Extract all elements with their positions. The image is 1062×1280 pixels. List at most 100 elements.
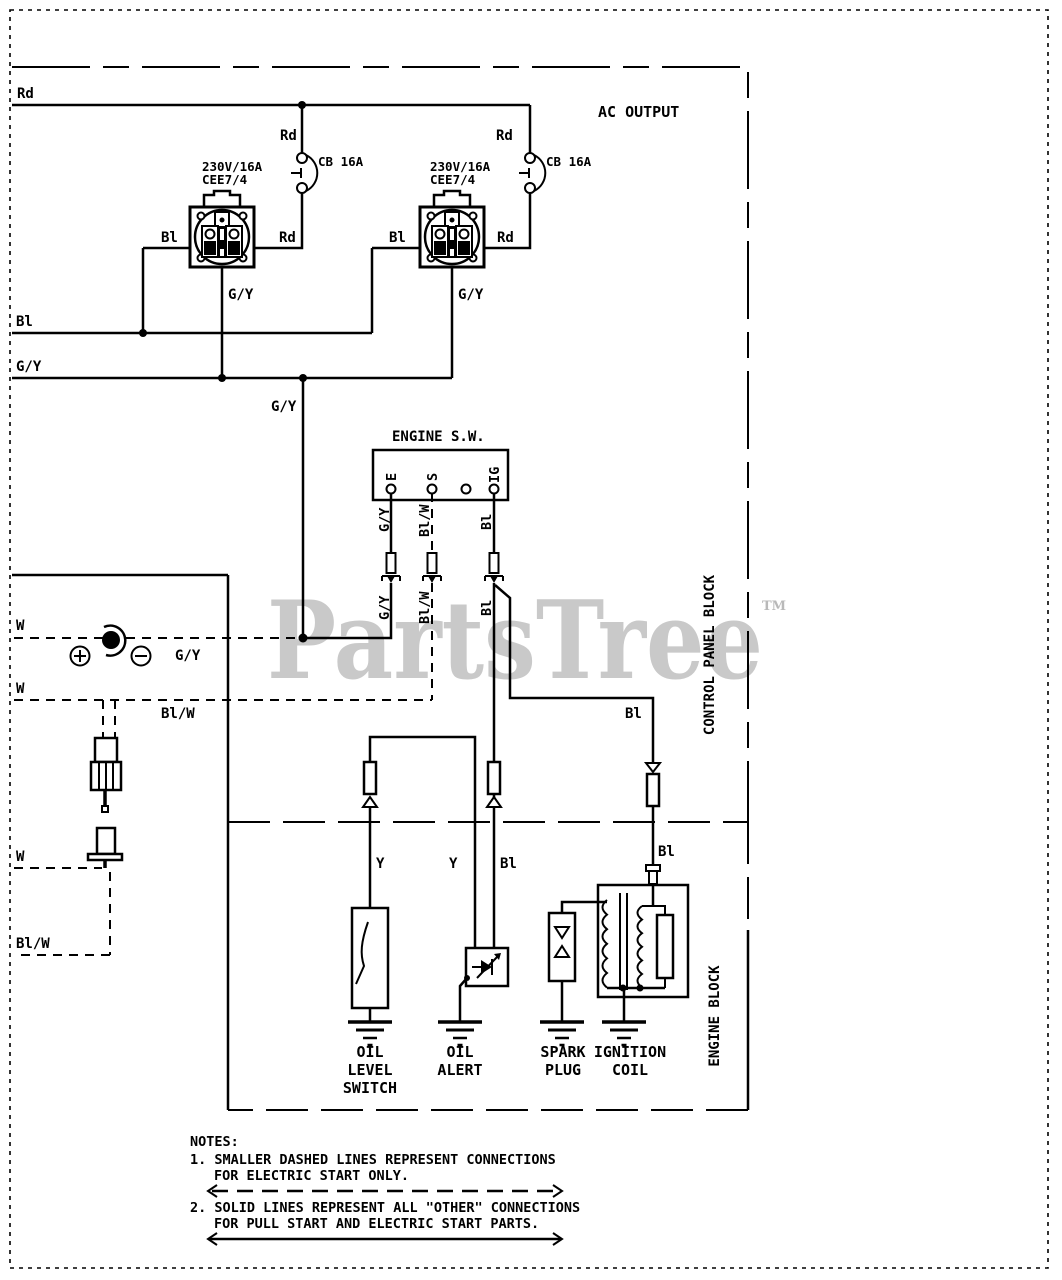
gy-bus: G/Y G/Y: [12, 359, 452, 638]
primary-winding: [601, 899, 609, 989]
wire-label-bl: Bl: [161, 230, 178, 246]
oil-level-switch-label: LEVEL: [347, 1061, 392, 1079]
oil-level-switch-label: SWITCH: [343, 1079, 397, 1097]
polarity-minus-icon: [130, 645, 152, 667]
ignition-coil-label: IGNITION: [594, 1043, 666, 1061]
oil-alert-label: ALERT: [437, 1061, 482, 1079]
breaker-label: CB 16A: [318, 154, 364, 169]
wire-label-bl: Bl: [500, 856, 517, 872]
wire-label-w: W: [16, 849, 25, 865]
ac-receptacle-1: 230V/16A CEE7/4 Bl G/Y: [141, 159, 263, 378]
wire-label-gy: G/Y: [377, 507, 393, 532]
wire-label-y: Y: [449, 856, 458, 872]
engine-switch-terminal-blank: [460, 483, 472, 495]
control-panel-block-label: CONTROL PANEL BLOCK: [702, 574, 718, 735]
wire-label-gy: G/Y: [228, 287, 254, 303]
wire-label-bl: Bl: [625, 706, 642, 722]
engine-switch-terminal-e: [385, 483, 397, 495]
secondary-winding: [636, 905, 644, 989]
bl-bus: Bl: [12, 314, 372, 337]
rotor-arc-icon: [103, 624, 127, 657]
terminal-label-ig: IG: [487, 467, 503, 483]
circuit-breaker-2: Rd CB 16A Rd: [482, 105, 592, 250]
spark-plug-label: SPARK: [540, 1043, 585, 1061]
wire-label-rd: Rd: [279, 230, 296, 246]
engine-block-boundary: ENGINE BLOCK: [226, 575, 750, 1111]
ground-icon: [600, 1020, 648, 1047]
wire-label-blw: Bl/W: [16, 936, 50, 952]
generator-section: W G/Y W Bl/W W Bl/W: [12, 573, 432, 956]
ignition-coil: Bl IGNITION COIL: [594, 762, 690, 1079]
wire-label-gy: G/Y: [16, 359, 42, 375]
wire-label-w: W: [16, 681, 25, 697]
engine-block-label: ENGINE BLOCK: [707, 965, 723, 1067]
oil-level-switch-label: OIL: [356, 1043, 383, 1061]
control-panel-block-boundary: CONTROL PANEL BLOCK: [12, 66, 749, 822]
ground-icon: [538, 1020, 586, 1047]
engine-switch-terminal-s: [426, 483, 438, 495]
note-1-line-2: FOR ELECTRIC START ONLY.: [214, 1168, 409, 1184]
ignition-coil-box: [596, 883, 690, 999]
ac-receptacle-2: 230V/16A CEE7/4 Bl G/Y: [370, 159, 491, 378]
wire-label-gy: G/Y: [458, 287, 484, 303]
notes-section: NOTES: 1. SMALLER DASHED LINES REPRESENT…: [190, 1134, 580, 1246]
oil-alert-label: OIL: [446, 1043, 473, 1061]
receptacle-rating: 230V/16A: [202, 159, 263, 174]
oil-level-switch-contact: [355, 921, 369, 985]
coil-resistor: [655, 913, 675, 980]
wire-label-bl: Bl: [389, 230, 406, 246]
ignition-coil-label: COIL: [612, 1061, 648, 1079]
ground-icon: [436, 1020, 484, 1047]
receptacle-type: CEE7/4: [202, 172, 247, 187]
oil-alert-unit: Bl OIL ALERT: [436, 760, 517, 1079]
wire-label-blw: Bl/W: [161, 706, 195, 722]
ac-output-section: AC OUTPUT Rd Rd CB 16A Rd Rd CB 16A Rd: [12, 86, 679, 638]
wire-label-rd: Rd: [496, 128, 513, 144]
spark-plug-label: PLUG: [545, 1061, 581, 1079]
rotor-brush-icon: [102, 631, 120, 649]
oil-alert-thyristor-icon: [472, 953, 501, 979]
polarity-plus-icon: [69, 645, 91, 667]
electric-start-connector: [86, 700, 124, 868]
wire-label-y: Y: [376, 856, 385, 872]
wire-ig-bl: Bl Bl Bl: [479, 493, 655, 948]
wire-label-bl: Bl: [479, 600, 495, 616]
dashed-line-example: [206, 1184, 564, 1198]
circuit-breaker-1: Rd CB 16A Rd: [252, 105, 364, 250]
wire-label-gy: G/Y: [175, 648, 201, 664]
ground-icon: [346, 1020, 394, 1047]
note-2-line-2: FOR PULL START AND ELECTRIC START PARTS.: [214, 1216, 539, 1232]
wire-label-rd: Rd: [497, 230, 514, 246]
ac-output-title: AC OUTPUT: [598, 103, 679, 121]
wire-label-bl: Bl: [16, 314, 33, 330]
note-2-line-1: 2. SOLID LINES REPRESENT ALL "OTHER" CON…: [190, 1200, 580, 1216]
wire-label-w: W: [16, 618, 25, 634]
wire-label-rd: Rd: [17, 86, 34, 102]
wire-label-bl: Bl: [479, 514, 495, 530]
wire-blw-lower: [14, 872, 111, 956]
watermark-text: PartsTree: [267, 578, 763, 704]
breaker-label: CB 16A: [546, 154, 592, 169]
wire-s-blw: Bl/W Bl/W: [417, 493, 442, 700]
wire-e-gy: G/Y G/Y: [303, 493, 401, 640]
solid-line-example: [206, 1232, 564, 1246]
spark-plug: SPARK PLUG: [538, 900, 607, 1079]
oil-level-switch-body: [350, 906, 390, 1010]
engine-switch-title: ENGINE S.W.: [392, 429, 485, 445]
engine-switch: ENGINE S.W. E S IG G/Y G/Y Bl/W Bl/W: [303, 429, 655, 948]
engine-switch-box: [371, 448, 510, 502]
receptacle-rating: 230V/16A: [430, 159, 491, 174]
terminal-label-e: E: [384, 473, 400, 481]
wire-label-bl: Bl: [658, 844, 675, 860]
wire-label-rd: Rd: [280, 128, 297, 144]
watermark: PartsTree TM: [267, 578, 786, 704]
wire-label-gy: G/Y: [377, 595, 393, 620]
receptacle-type: CEE7/4: [430, 172, 475, 187]
oil-level-switch-branch: Y Y OIL LEVEL SWITCH: [343, 735, 477, 1097]
terminal-label-s: S: [425, 473, 441, 481]
wire-label-gy: G/Y: [271, 399, 297, 415]
notes-heading: NOTES:: [190, 1134, 239, 1150]
engine-switch-terminal-ig: [488, 483, 500, 495]
